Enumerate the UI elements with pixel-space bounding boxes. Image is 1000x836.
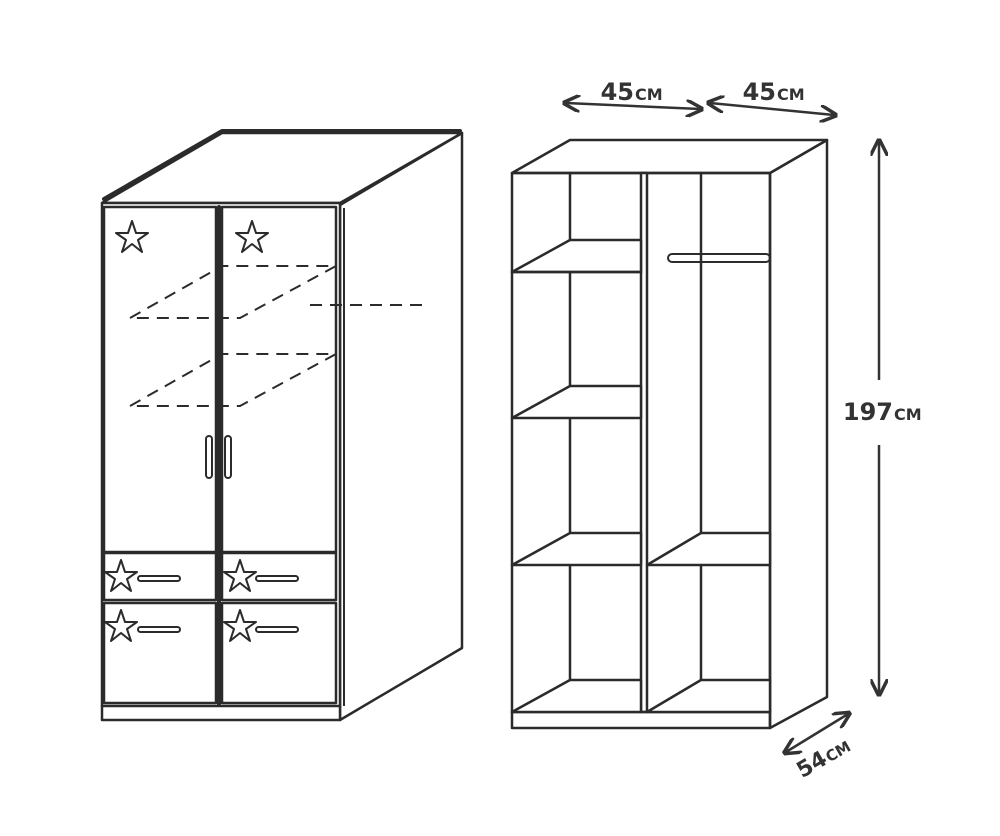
drawer-top-left[interactable] xyxy=(102,551,218,602)
dimension-depth: 54 CM xyxy=(786,714,855,784)
hidden-shelf-lower xyxy=(126,353,337,407)
closed-wardrobe xyxy=(100,129,464,722)
interior-top xyxy=(510,138,829,175)
dimension-width-left: 45 CM xyxy=(566,78,700,109)
drawer-top-right[interactable] xyxy=(220,551,338,602)
open-wardrobe xyxy=(510,138,829,730)
width-left-unit: CM xyxy=(635,85,663,104)
wardrobe-side-panel xyxy=(338,131,464,722)
width-right-value: 45 xyxy=(743,78,776,106)
drawer-bottom-left[interactable] xyxy=(102,601,218,705)
hanging-rail xyxy=(667,253,771,263)
door-handle-icon[interactable] xyxy=(224,435,232,479)
drawer-handle-icon[interactable] xyxy=(137,575,181,582)
dimension-height: 197 CM xyxy=(843,142,922,693)
width-right-unit: CM xyxy=(777,85,805,104)
dimension-width-right: 45 CM xyxy=(710,78,834,115)
hidden-shelf-upper xyxy=(126,265,337,319)
drawer-handle-icon[interactable] xyxy=(137,626,181,633)
shelf-left-2 xyxy=(510,384,643,420)
door-handle-icon[interactable] xyxy=(205,435,213,479)
width-left-value: 45 xyxy=(601,78,634,106)
height-value: 197 xyxy=(843,398,893,426)
shelf-right-bottom xyxy=(645,678,772,714)
shelf-right-1 xyxy=(645,531,772,567)
drawer-handle-icon[interactable] xyxy=(255,626,299,633)
height-unit: CM xyxy=(894,405,922,424)
drawer-handle-icon[interactable] xyxy=(255,575,299,582)
drawer-bottom-right[interactable] xyxy=(220,601,338,705)
shelf-left-3 xyxy=(510,531,643,567)
shelf-left-bottom xyxy=(510,678,643,714)
shelf-left-1 xyxy=(510,238,643,274)
interior-side-panel xyxy=(768,138,829,730)
wardrobe-top-edge xyxy=(102,129,462,201)
